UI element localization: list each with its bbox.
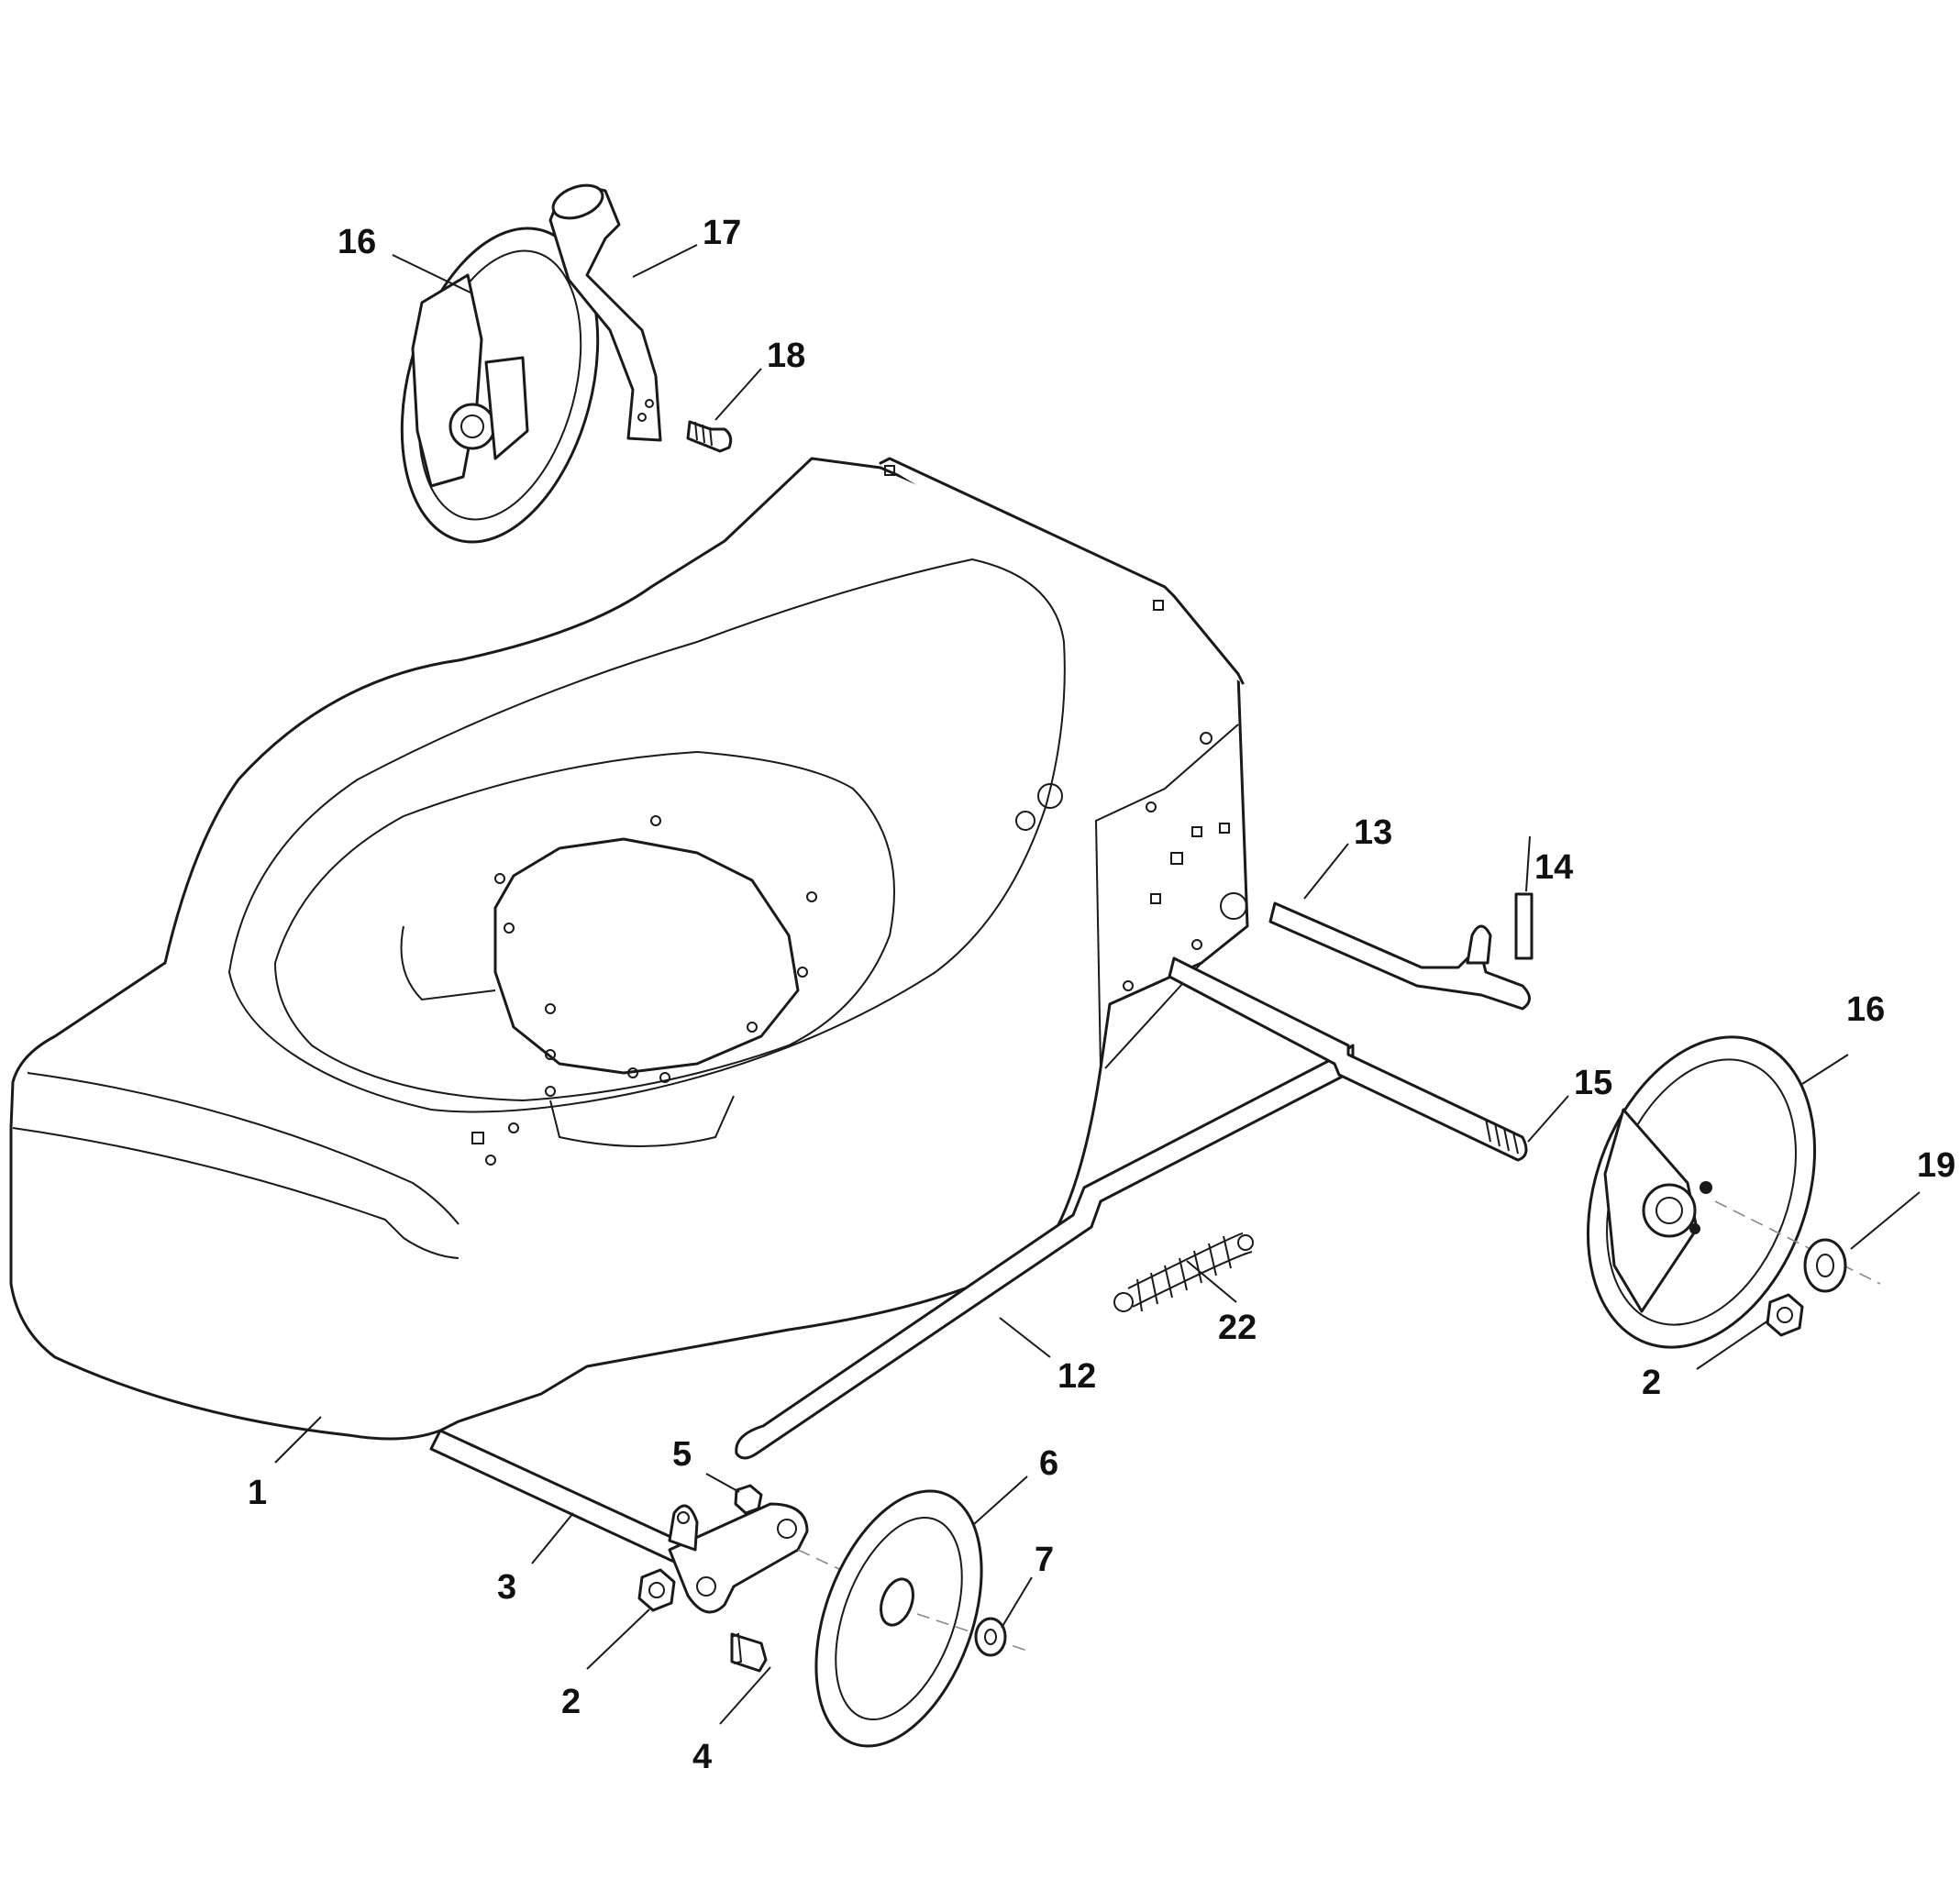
callout-2a: 2	[561, 1683, 581, 1721]
callout-6: 6	[1039, 1444, 1058, 1483]
rear-axle	[1168, 892, 1534, 1162]
callout-15: 15	[1574, 1064, 1612, 1102]
rear-wheel-left	[400, 227, 600, 544]
callout-17: 17	[703, 214, 741, 252]
callout-3: 3	[497, 1568, 516, 1607]
callout-5: 5	[672, 1435, 692, 1474]
front-wheel	[814, 1489, 1028, 1748]
callout-22: 22	[1218, 1309, 1257, 1347]
callout-18: 18	[767, 337, 805, 375]
leader-lines	[274, 244, 1921, 1725]
front-axle-assembly	[429, 1429, 936, 1673]
washer-7	[974, 1617, 1007, 1657]
callout-2b: 2	[1642, 1364, 1661, 1402]
mower-deck	[9, 457, 1249, 1441]
callout-12: 12	[1058, 1357, 1096, 1396]
adjuster-rod	[735, 1044, 1355, 1460]
callout-16b: 16	[338, 223, 376, 261]
callout-4: 4	[692, 1738, 712, 1776]
wheel-bracket	[548, 183, 662, 442]
callout-1: 1	[248, 1474, 267, 1512]
callout-7: 7	[1035, 1541, 1054, 1579]
screw-18	[686, 420, 733, 453]
callout-16a: 16	[1846, 990, 1885, 1029]
rear-wheel-right	[1586, 1035, 1881, 1349]
callout-19: 19	[1917, 1146, 1955, 1185]
callout-13: 13	[1354, 813, 1392, 852]
callout-14: 14	[1534, 848, 1573, 887]
callout-labels: 1 2 2 3 4 5 6 7 12 13 14 15 16 16 17 18 …	[248, 214, 1955, 1776]
